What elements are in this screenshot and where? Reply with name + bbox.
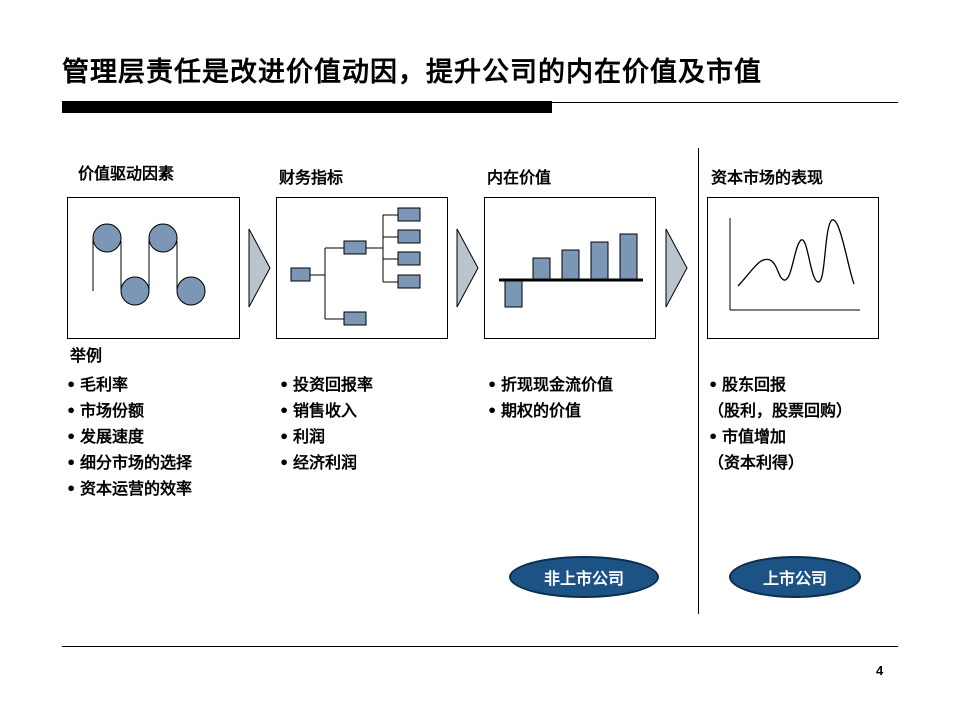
drivers-list: •毛利率 •市场份额 •发展速度 •细分市场的选择 •资本运营的效率 <box>66 372 192 502</box>
list-item: •折现现金流价值 <box>487 375 614 394</box>
chevron-right-icon <box>665 228 688 308</box>
title-underline-rule <box>552 102 898 103</box>
page-title: 管理层责任是改进价值动因，提升公司的内在价值及市值 <box>62 57 762 88</box>
chevron-right-icon <box>248 228 271 308</box>
list-item: •经济利润 <box>279 453 358 472</box>
heading-intrinsic-value: 内在价值 <box>487 168 552 187</box>
bar-chart-icon <box>499 233 643 308</box>
heading-value-drivers: 价值驱动因素 <box>78 164 175 183</box>
unlisted-company-badge: 非上市公司 <box>509 556 659 598</box>
financial-panel <box>276 197 448 339</box>
list-item-note: （资本利得） <box>708 453 805 472</box>
section-divider <box>698 148 699 614</box>
market-list: •股东回报 （股利，股票回购） •市值增加 （资本利得） <box>708 372 852 476</box>
market-panel <box>707 197 879 339</box>
list-item-note: （股利，股票回购） <box>708 401 853 420</box>
financial-list: •投资回报率 •销售收入 •利润 •经济利润 <box>279 372 373 476</box>
list-item: •毛利率 <box>66 375 129 394</box>
chevron-right-icon <box>456 228 479 308</box>
title-underline-bar <box>62 101 552 113</box>
heading-financial-metrics: 财务指标 <box>279 168 344 187</box>
list-item: •细分市场的选择 <box>66 453 193 472</box>
list-item: •投资回报率 <box>279 375 374 394</box>
heading-market-performance: 资本市场的表现 <box>711 168 824 187</box>
footer-rule <box>62 646 898 647</box>
list-item: •股东回报 <box>708 375 787 394</box>
list-item: •利润 <box>279 427 326 446</box>
list-item: •市场份额 <box>66 401 145 420</box>
intrinsic-panel <box>484 197 656 339</box>
gear-chain-icon <box>92 223 206 306</box>
examples-label: 举例 <box>70 346 103 365</box>
tree-diagram-icon <box>290 207 421 326</box>
listed-company-badge: 上市公司 <box>729 556 861 598</box>
line-chart-icon <box>729 218 860 311</box>
list-item: •期权的价值 <box>487 401 582 420</box>
intrinsic-list: •折现现金流价值 •期权的价值 <box>487 372 613 424</box>
list-item: •资本运营的效率 <box>66 479 193 498</box>
drivers-panel <box>67 197 240 339</box>
list-item: •市值增加 <box>708 427 787 446</box>
list-item: •发展速度 <box>66 427 145 446</box>
page-number: 4 <box>876 663 884 678</box>
list-item: •销售收入 <box>279 401 358 420</box>
